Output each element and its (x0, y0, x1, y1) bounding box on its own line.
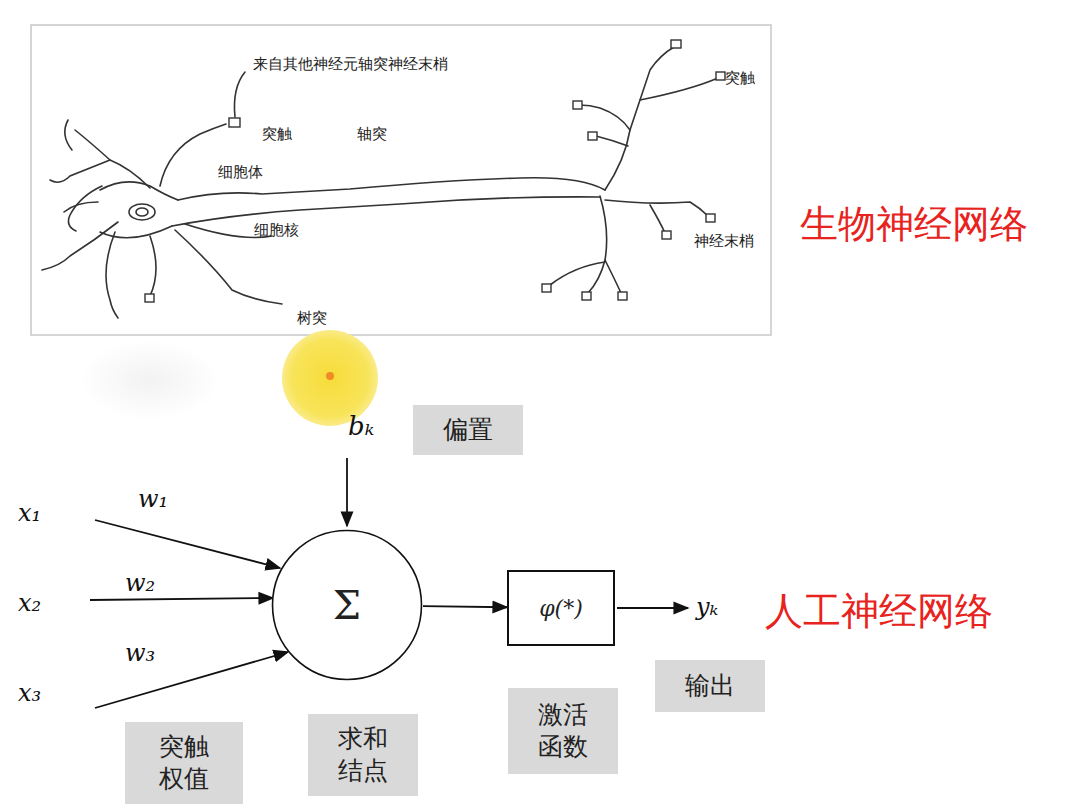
label-box: 激活 函数 (508, 688, 618, 774)
part-name: 细胞核 (254, 222, 299, 239)
label-box: 突触 权值 (125, 722, 243, 804)
input-symbol: x₃ (18, 680, 41, 708)
weight-symbol: w₂ (123, 570, 157, 598)
box-label: 激活 函数 (537, 699, 590, 764)
background-haze (80, 340, 220, 420)
part-name: 轴突 (357, 126, 387, 143)
part-name: 突触 (262, 126, 292, 143)
label-box: 输出 (655, 660, 765, 712)
part-name: 神经末梢 (694, 233, 754, 250)
source-note: 来自其他神经元轴突神经末梢 (253, 56, 448, 73)
box-label: 突触 权值 (158, 731, 211, 796)
sum-node: Σ (271, 529, 423, 681)
input-symbol: x₂ (18, 590, 41, 618)
part-name: 树突 (297, 310, 327, 327)
weight-symbol: w₃ (125, 640, 155, 668)
part-name: 突触 (725, 70, 755, 87)
output-symbol: yₖ (696, 594, 718, 622)
function-symbol: φ(*) (539, 596, 583, 621)
section-title: 人工神经网络 (765, 590, 993, 634)
activation-box: φ(*) (507, 570, 615, 646)
arrow-connector (423, 606, 507, 607)
label-box: 偏置 (413, 405, 523, 455)
sum-symbol: Σ (333, 582, 361, 628)
box-label: 求和 结点 (337, 723, 390, 788)
illustration-frame (31, 25, 771, 335)
bias-symbol: bₖ (348, 412, 374, 442)
box-label: 偏置 (443, 414, 493, 447)
input-symbol: x₁ (18, 500, 41, 528)
weight-symbol: w₁ (138, 486, 168, 514)
cursor-dot (326, 372, 334, 380)
synapse-terminals (145, 40, 725, 302)
section-title: 生物神经网络 (800, 203, 1028, 247)
box-label: 输出 (685, 670, 735, 703)
neuron-sketch (42, 47, 718, 318)
input-arrows (90, 458, 688, 708)
label-box: 求和 结点 (308, 714, 418, 796)
part-name: 细胞体 (218, 164, 263, 181)
